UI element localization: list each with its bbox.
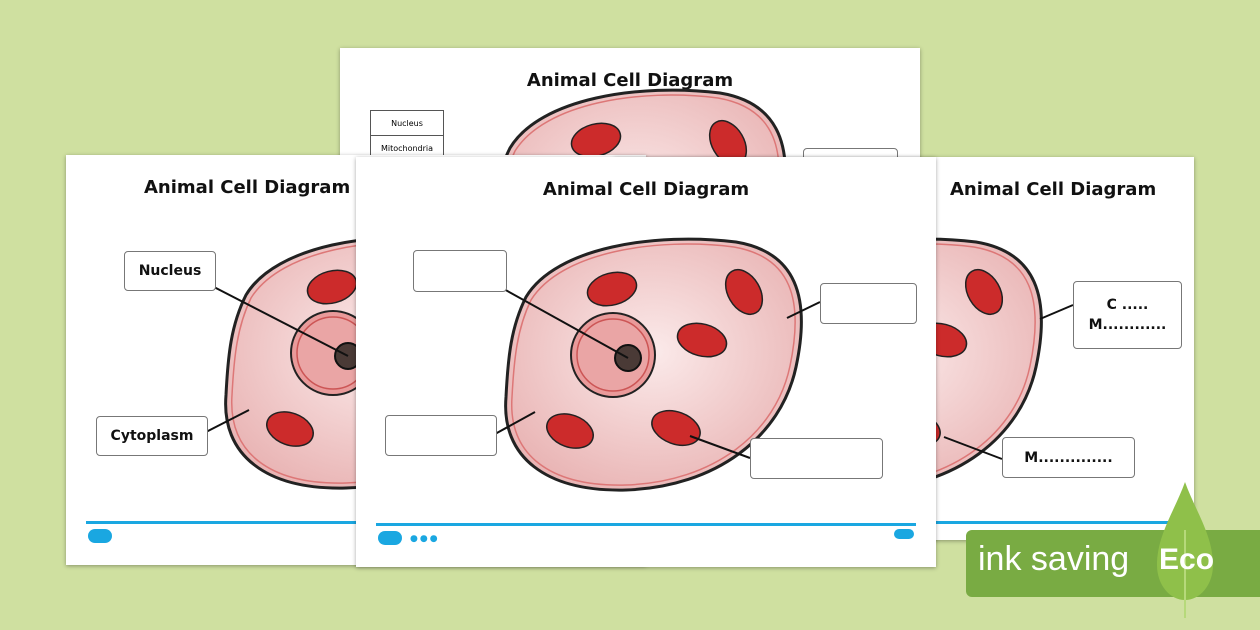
twinkl-logo-icon: [894, 529, 914, 539]
blank-label-box: [385, 415, 497, 456]
blank-label-box: [820, 283, 917, 324]
page-title: Animal Cell Diagram: [542, 179, 750, 200]
label-box-mito: M..............: [1002, 437, 1135, 478]
word-bank-item: Nucleus: [371, 111, 443, 136]
badge-text: ink saving: [978, 540, 1130, 578]
leaf-icon: [1157, 482, 1213, 618]
cytoplasm-label: Cytoplasm: [96, 416, 208, 456]
page-title: Animal Cell Diagram: [950, 179, 1157, 200]
badge-eco-text: Eco: [1159, 543, 1215, 576]
dots-icon: ●●●: [410, 534, 440, 544]
footer-line: [376, 523, 916, 526]
page-title: Animal Cell Diagram: [144, 177, 351, 198]
label-lines: [205, 285, 349, 433]
label-lines: [494, 287, 821, 459]
label-line: M............: [1088, 317, 1167, 333]
twinkl-logo-icon: [378, 531, 402, 545]
page-title: Animal Cell Diagram: [526, 70, 734, 91]
twinkl-logo-icon: [88, 529, 112, 543]
label-box-chloro-mito: C ..... M............: [1073, 281, 1182, 349]
label-lines: [943, 304, 1074, 460]
blank-label-box: [750, 438, 883, 479]
worksheet-page-center: Animal Cell Diagram ●●●: [356, 157, 936, 567]
nucleus-label: Nucleus: [124, 251, 216, 291]
blank-label-box: [413, 250, 507, 292]
label-line: C .....: [1106, 297, 1149, 313]
